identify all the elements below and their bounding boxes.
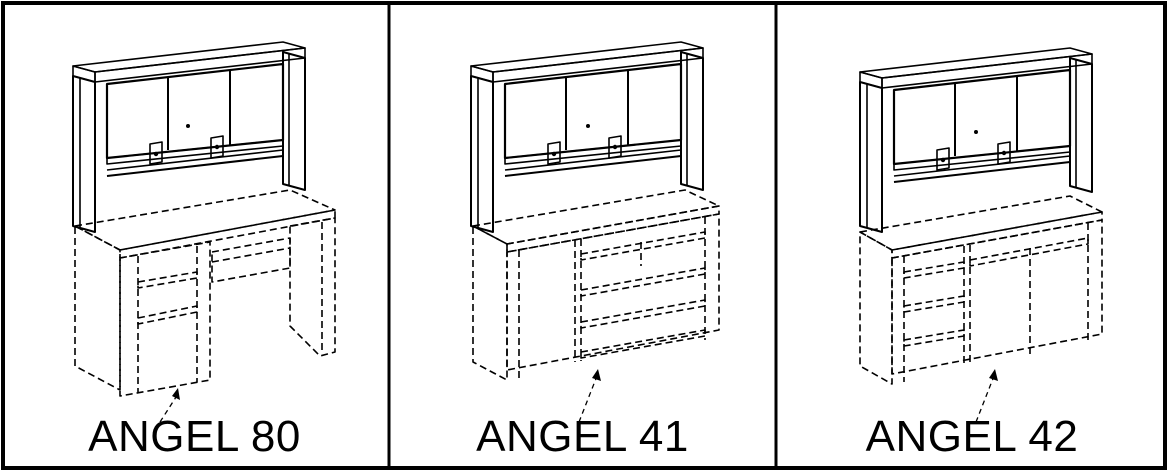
cabinet-base <box>860 196 1102 384</box>
hutch-top-unit <box>860 48 1092 232</box>
model-label-angel-42: ANGEL 42 <box>865 412 1079 461</box>
illustration-angel-80 <box>0 0 389 471</box>
illustration-angel-42 <box>776 0 1168 471</box>
desk-base <box>75 190 335 396</box>
model-label-angel-80: ANGEL 80 <box>88 412 301 461</box>
dresser-base <box>473 190 719 380</box>
hutch-top-unit <box>471 42 703 232</box>
pointer-arrow <box>160 394 178 422</box>
illustration-angel-41 <box>389 0 776 471</box>
hutch-top-unit <box>73 42 305 232</box>
model-label-angel-41: ANGEL 41 <box>476 412 689 461</box>
